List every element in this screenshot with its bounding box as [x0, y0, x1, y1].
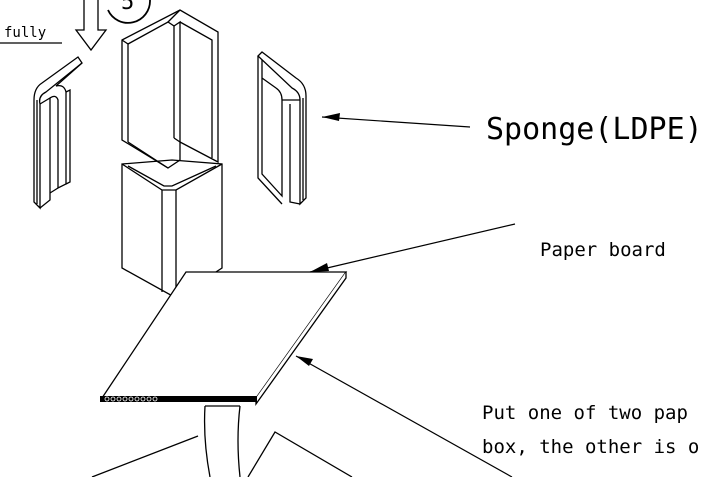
paper-board-leader-line [309, 223, 516, 273]
instruction-line-1: Put one of two pap [482, 402, 688, 424]
paper-board-callout: Paper board [309, 223, 666, 273]
paper-board-label: Paper board [540, 239, 666, 261]
instruction-leader-line [295, 355, 513, 477]
fully-callout: fully 5 [0, 0, 151, 52]
sponge-leader-line [321, 116, 471, 128]
sponge-bottom-middle [121, 159, 223, 299]
sponge-arrowhead [322, 113, 340, 121]
box-bottom [91, 405, 353, 477]
corrugation-edge [104, 396, 158, 402]
instruction-callout: Put one of two pap box, the other is o [295, 355, 699, 477]
sponge-left [33, 56, 83, 210]
down-arrow-icon [74, 0, 108, 52]
step-circle [107, 0, 151, 24]
sponge-right [257, 51, 307, 206]
fully-label: fully [4, 25, 46, 41]
sponge-top-middle [121, 9, 219, 169]
step-number: 5 [121, 0, 134, 15]
sponge-label: Sponge(LDPE) [486, 112, 703, 147]
sponge-callout: Sponge(LDPE) [321, 112, 703, 147]
instruction-line-2: box, the other is o [482, 436, 699, 458]
instruction-arrowhead [296, 356, 313, 366]
paper-board [100, 271, 348, 407]
paper-board-arrowhead [310, 263, 329, 272]
